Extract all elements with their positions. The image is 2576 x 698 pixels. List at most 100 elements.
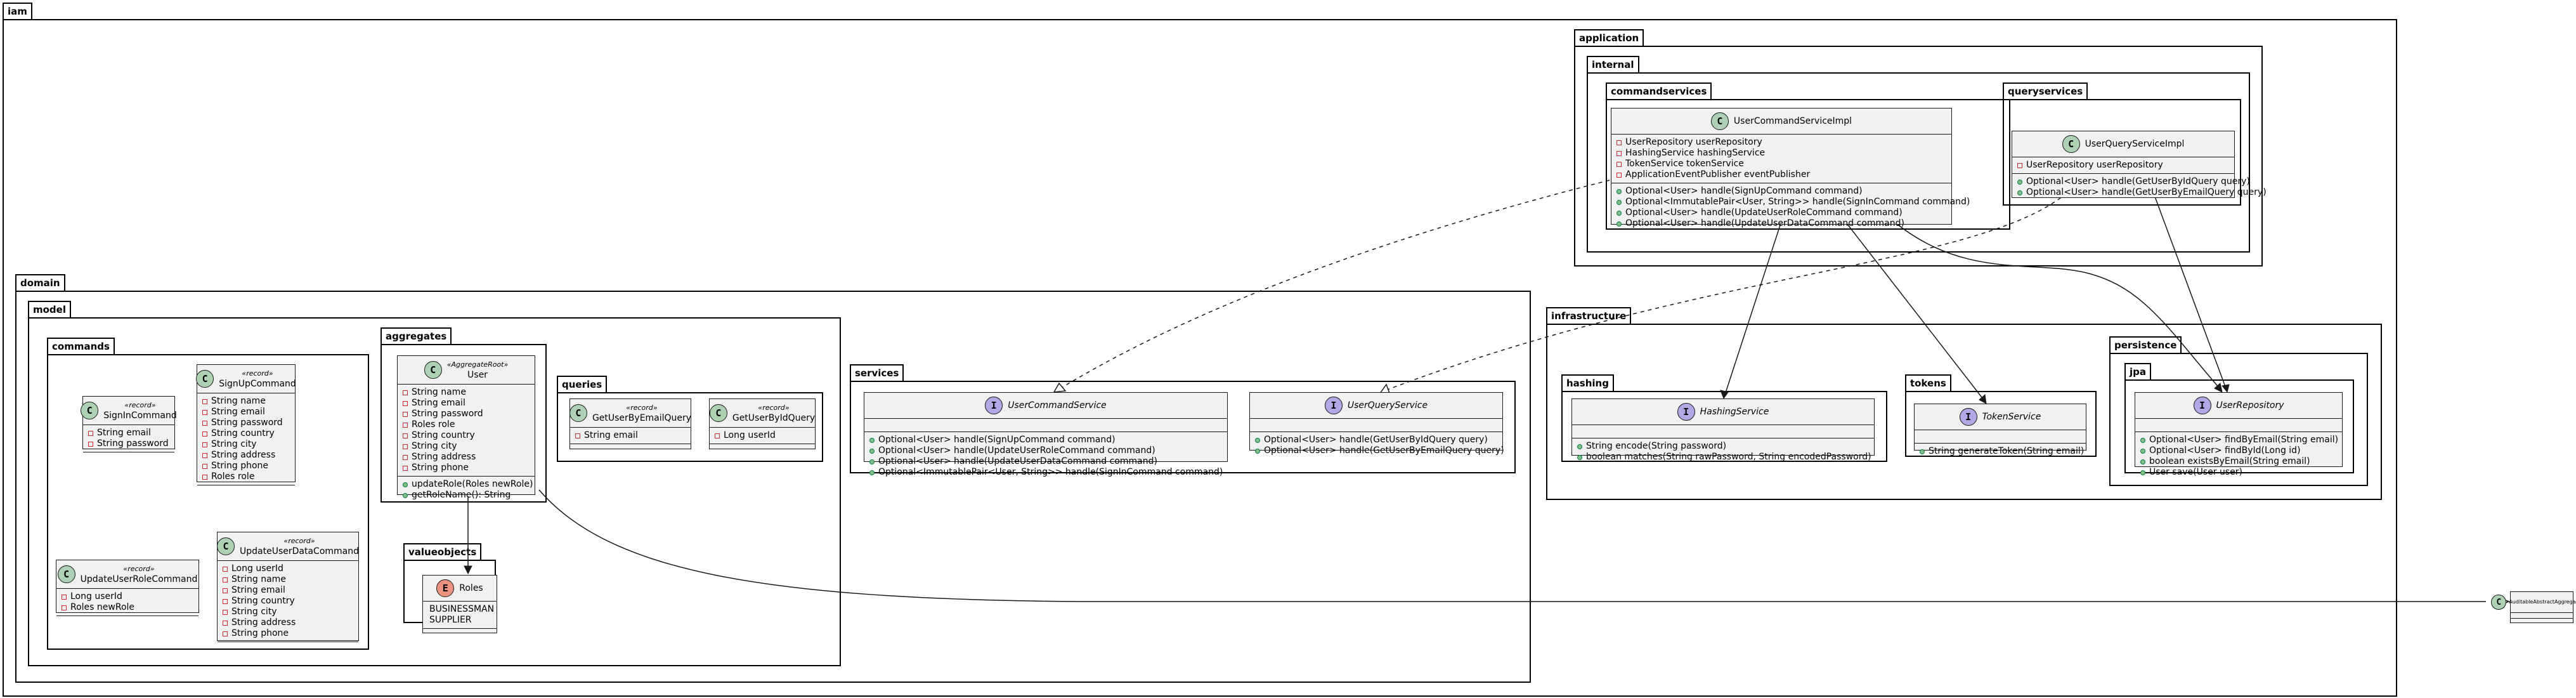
enum-value: SUPPLIER (429, 615, 472, 625)
field: Roles role (412, 419, 455, 430)
field: String city (211, 439, 257, 449)
interface-token-service[interactable]: I TokenService String generateToken(Stri… (1914, 404, 2086, 456)
public-icon (403, 492, 408, 498)
class-auditable-abstract-aggregate-root[interactable]: C AuditableAbstractAggregateRoot (2491, 591, 2576, 624)
field: ApplicationEventPublisher eventPublisher (1625, 169, 1811, 180)
class-get-user-by-email-query[interactable]: C «record»GetUserByEmailQuery String ema… (569, 398, 691, 449)
field: String email (211, 407, 265, 417)
class-user-command-service-impl[interactable]: C UserCommandServiceImpl UserRepository … (1611, 108, 1970, 228)
fields-section: Long userId (710, 427, 815, 444)
class-sign-in-command[interactable]: C «record»SignInCommand String email Str… (81, 396, 177, 452)
class-c-icon: C (1710, 112, 1729, 130)
class-name: GetUserByIdQuery (732, 413, 816, 423)
public-icon (869, 459, 875, 464)
method: Optional<User> handle(GetUserByEmailQuer… (2026, 187, 2267, 197)
class-name: UpdateUserDataCommand (240, 546, 359, 556)
method: Optional<User> findById(Long id) (2149, 445, 2301, 456)
private-icon (223, 598, 228, 604)
edge-uses-user-repository-command (1896, 223, 2220, 389)
package-tokens-label: tokens (1905, 374, 1951, 392)
class-name: UserCommandService (1008, 400, 1107, 411)
method: Optional<User> handle(UpdateUserDataComm… (1625, 218, 1904, 228)
private-icon (202, 452, 207, 458)
class-c-icon: C (57, 565, 75, 583)
class-user[interactable]: C «AggregateRoot»User String name String… (397, 355, 535, 500)
fields-section (1572, 425, 1874, 438)
method: Optional<ImmutablePair<User, String>> ha… (1625, 197, 1970, 207)
field: String password (97, 438, 169, 449)
edge-uses-hashing-service (1724, 223, 1781, 395)
class-sign-up-command[interactable]: C «record»SignUpCommand String name Stri… (196, 364, 296, 485)
edge-realizes-user-command-service (1060, 180, 1610, 389)
class-name: UserCommandServiceImpl (1733, 116, 1852, 126)
method: Optional<User> handle(GetUserByEmailQuer… (1264, 445, 1504, 456)
edge-realizes-user-query-service (1387, 187, 2073, 390)
edge-arrowhead-user-repository-command (2214, 383, 2223, 393)
field: String city (412, 441, 457, 451)
fields-section: Long userId String name String email Str… (218, 560, 358, 642)
edge-arrowhead-user-repository-query (2221, 384, 2230, 393)
method: Optional<User> handle(UpdateUserDataComm… (878, 456, 1157, 466)
private-icon (1617, 172, 1622, 178)
public-icon (2017, 179, 2022, 185)
package-infrastructure-label: infrastructure (1546, 307, 1632, 325)
public-icon (1617, 188, 1622, 194)
field: String country (231, 596, 295, 606)
method: Optional<User> handle(GetUserByIdQuery q… (2026, 176, 2250, 187)
class-name: SignInCommand (103, 411, 177, 421)
public-icon (2017, 190, 2022, 195)
private-icon (223, 588, 228, 593)
class-get-user-by-id-query[interactable]: C «record»GetUserByIdQuery Long userId (709, 398, 816, 449)
field: String password (211, 418, 283, 428)
fields-section: String name String email String password… (398, 384, 535, 476)
class-name: HashingService (1700, 407, 1769, 417)
private-icon (403, 454, 408, 460)
methods-section (2511, 618, 2573, 624)
interface-user-command-service[interactable]: I UserCommandService Optional<User> hand… (864, 392, 1228, 477)
public-icon (1920, 449, 1925, 454)
methods-section: String encode(String password) boolean m… (1572, 438, 1874, 465)
interface-user-query-service[interactable]: I UserQueryService Optional<User> handle… (1249, 392, 1504, 456)
class-name: UpdateUserRoleCommand (80, 574, 198, 584)
method: Optional<ImmutablePair<User, String>> ha… (878, 467, 1223, 477)
fields-section: UserRepository userRepository HashingSer… (1611, 134, 1951, 183)
class-user-query-service-impl[interactable]: C UserQueryServiceImpl UserRepository us… (2012, 131, 2267, 198)
edge-uses-token-service (1846, 223, 1984, 400)
public-icon (1617, 221, 1622, 227)
class-name: AuditableAbstractAggregateRoot (2509, 599, 2576, 605)
method: Optional<User> handle(SignUpCommand comm… (878, 435, 1116, 445)
fields-section: String name String email String password… (197, 393, 295, 485)
interface-i-icon: I (985, 397, 1003, 414)
stereotype: «AggregateRoot» (446, 360, 509, 369)
class-update-user-data-command[interactable]: C «record»UpdateUserDataCommand Long use… (217, 532, 359, 642)
interface-i-icon: I (1959, 408, 1977, 426)
package-hashing-label: hashing (1561, 374, 1614, 392)
public-icon (1577, 454, 1582, 460)
package-aggregates (381, 344, 547, 503)
public-icon (1255, 448, 1260, 454)
interface-hashing-service[interactable]: I HashingService String encode(String pa… (1571, 398, 1875, 462)
field: String country (412, 430, 475, 440)
class-name: UserQueryServiceImpl (2085, 139, 2185, 149)
fields-section (2511, 612, 2573, 618)
methods-section (570, 444, 691, 457)
private-icon (403, 433, 408, 438)
class-update-user-role-command[interactable]: C «record»UpdateUserRoleCommand Long use… (56, 560, 199, 616)
package-commands (47, 354, 369, 650)
public-icon (869, 437, 875, 443)
interface-user-repository[interactable]: I UserRepository Optional<User> findByEm… (2135, 392, 2343, 477)
class-c-icon: C (709, 404, 727, 422)
public-icon (1577, 444, 1582, 449)
enum-value: BUSINESSMAN (429, 604, 495, 614)
private-icon (202, 420, 207, 426)
package-commandservices-label: commandservices (1606, 82, 1712, 100)
stereotype: «record» (124, 401, 156, 409)
field: String phone (412, 463, 469, 473)
methods-section (83, 452, 174, 465)
fields-section (1915, 430, 2086, 443)
package-queries-label: queries (557, 376, 608, 393)
field: Long userId (231, 563, 283, 574)
methods-section: updateRole(Roles newRole) getRoleName():… (398, 476, 535, 503)
enum-roles[interactable]: E Roles BUSINESSMAN SUPPLIER (422, 575, 497, 633)
